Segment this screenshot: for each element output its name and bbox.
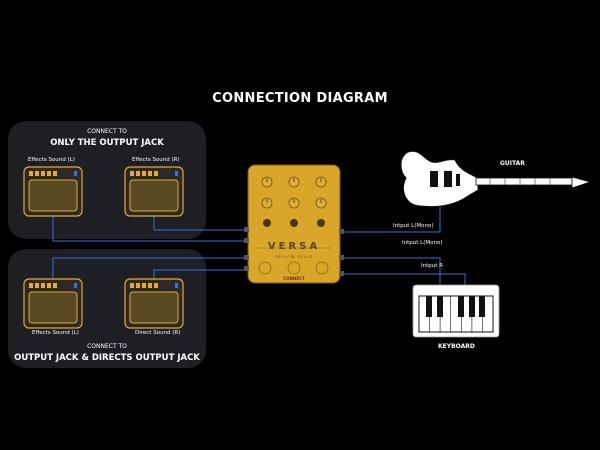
bottom-amp-left-label: Effects Sound (L) (32, 330, 79, 336)
pedal-subtitle: YELLOW FALLS (275, 255, 313, 259)
guitar-illustration (400, 150, 592, 208)
cable-bottom-amp-right (153, 269, 250, 279)
cable-label-keyboard-r: Intput R (421, 263, 443, 269)
keyboard-label: KEYBOARD (438, 343, 475, 350)
pedal-footswitch-label: CONNECT (283, 276, 305, 281)
bottom-amp-right-label: Direct Sound (R) (135, 330, 181, 336)
top-panel-heading: ONLY THE OUTPUT JACK (50, 138, 164, 148)
keyboard-illustration (412, 284, 500, 338)
cable-label-guitar: Intput L(Mono) (393, 223, 434, 229)
cable-bottom-amp-left (52, 257, 250, 279)
cable-label-keyboard-l: Intput L(Mono) (402, 240, 443, 246)
amp-bottom-left (23, 278, 83, 329)
amp-top-right (124, 166, 184, 217)
pedal-name: VERSA (267, 241, 321, 252)
versa-pedal (244, 164, 344, 284)
cable-top-amp-right (153, 216, 250, 231)
bottom-panel-connect-to: CONNECT TO (87, 343, 127, 350)
top-panel-connect-to: CONNECT TO (87, 128, 127, 135)
top-amp-left-label: Effects Sound (L) (28, 157, 75, 163)
amp-top-left (23, 166, 83, 217)
guitar-label: GUITAR (500, 160, 525, 167)
cable-top-amp-left (52, 217, 250, 242)
amp-bottom-right (124, 278, 184, 329)
cable-keyboard-l (340, 257, 441, 285)
bottom-panel-heading: OUTPUT JACK & DIRECTS OUTPUT JACK (14, 353, 200, 363)
cables (52, 203, 466, 285)
diagram-title: CONNECTION DIAGRAM (212, 91, 388, 106)
cable-keyboard-r (340, 273, 466, 285)
cable-guitar-in (340, 203, 441, 233)
top-amp-right-label: Effects Sound (R) (132, 157, 180, 163)
